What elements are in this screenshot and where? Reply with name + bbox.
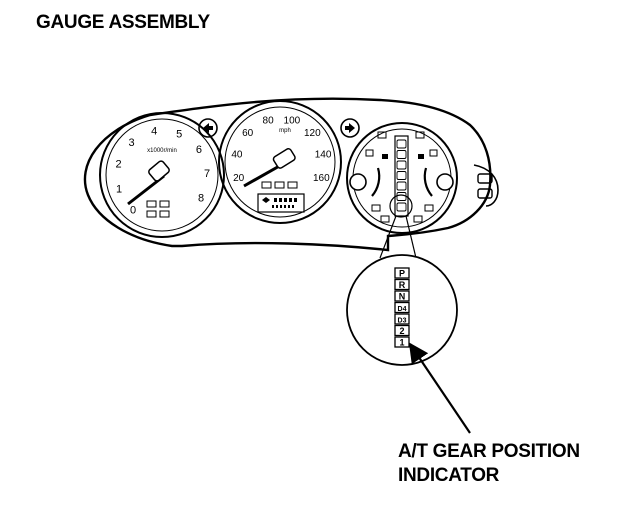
callout-line-2: INDICATOR <box>398 465 500 486</box>
tachometer-number: 8 <box>198 193 204 205</box>
speedometer-number: 160 <box>313 173 330 184</box>
page-title: GAUGE ASSEMBLY <box>36 12 210 33</box>
fuel-gauge-knob <box>349 173 367 191</box>
gear-label: N <box>399 292 406 302</box>
gear-box-1 <box>394 336 410 348</box>
callout-arrow <box>408 342 471 434</box>
cluster-housing <box>83 97 492 252</box>
magnify-leader-left <box>379 215 397 259</box>
odometer-display <box>257 193 305 213</box>
tachometer-number: 4 <box>151 126 157 138</box>
side-switch-upper <box>477 173 493 184</box>
gear-box-d3 <box>394 313 410 325</box>
side-switch-frame <box>473 164 499 207</box>
tachometer-number: 0 <box>130 205 136 217</box>
gear-label: R <box>399 280 406 290</box>
magnify-leader-right <box>405 215 417 259</box>
tachometer-warning-lights <box>146 200 170 218</box>
mini-gear-box <box>396 160 407 170</box>
speedometer-number: 40 <box>231 149 243 160</box>
tachometer-number: 6 <box>196 144 202 156</box>
gear-indicator-callout: A/T GEAR POSITION INDICATOR <box>398 440 580 488</box>
mini-gear-box <box>396 139 407 149</box>
speedometer-number: 20 <box>233 173 245 184</box>
speedometer-number: 140 <box>315 149 332 160</box>
speedometer-number: 120 <box>304 128 321 139</box>
gear-strip-miniature <box>394 135 409 217</box>
odometer-digits <box>272 198 297 208</box>
temperature-gauge-scale <box>423 167 433 197</box>
tachometer-number: 5 <box>176 128 182 140</box>
speedometer-unit-label: mph <box>279 128 291 134</box>
temperature-gauge-knob <box>436 173 454 191</box>
left-turn-indicator <box>198 118 218 138</box>
gear-box-r <box>394 278 410 291</box>
fuel-temperature-gauges <box>346 122 458 234</box>
tachometer-unit-label: x1000r/min <box>147 148 177 154</box>
tachometer-number: 7 <box>204 168 210 180</box>
callout-line-1: A/T GEAR POSITION <box>398 441 580 462</box>
gear-box-p <box>394 267 410 279</box>
gear-label: D4 <box>398 306 407 313</box>
tachometer-needle-hub <box>148 160 170 182</box>
mini-gear-box <box>396 171 407 180</box>
speedometer-number: 60 <box>242 128 254 139</box>
gear-label: 2 <box>399 326 404 336</box>
speedometer-number: 100 <box>284 116 301 127</box>
speedometer-number: 80 <box>263 116 275 127</box>
mini-gear-box <box>396 202 407 212</box>
gear-label: 1 <box>399 338 404 348</box>
gear-box-d4 <box>394 301 410 314</box>
gear-label: P <box>399 269 405 279</box>
side-switch-lower <box>477 188 493 199</box>
gear-box-2 <box>394 324 410 337</box>
tachometer-number: 1 <box>116 184 122 196</box>
speedometer-needle-hub <box>272 147 296 169</box>
gear-box-n <box>394 290 410 302</box>
mini-gear-box <box>396 181 407 191</box>
tachometer-number: 2 <box>115 158 121 170</box>
fuel-gauge-scale <box>371 167 381 197</box>
right-turn-indicator <box>340 118 360 138</box>
speedometer-indicator-row <box>261 181 298 189</box>
mini-gear-box <box>396 150 407 159</box>
tachometer-number: 3 <box>129 137 135 149</box>
gear-label: D3 <box>398 318 407 325</box>
mini-gear-box <box>396 192 407 201</box>
